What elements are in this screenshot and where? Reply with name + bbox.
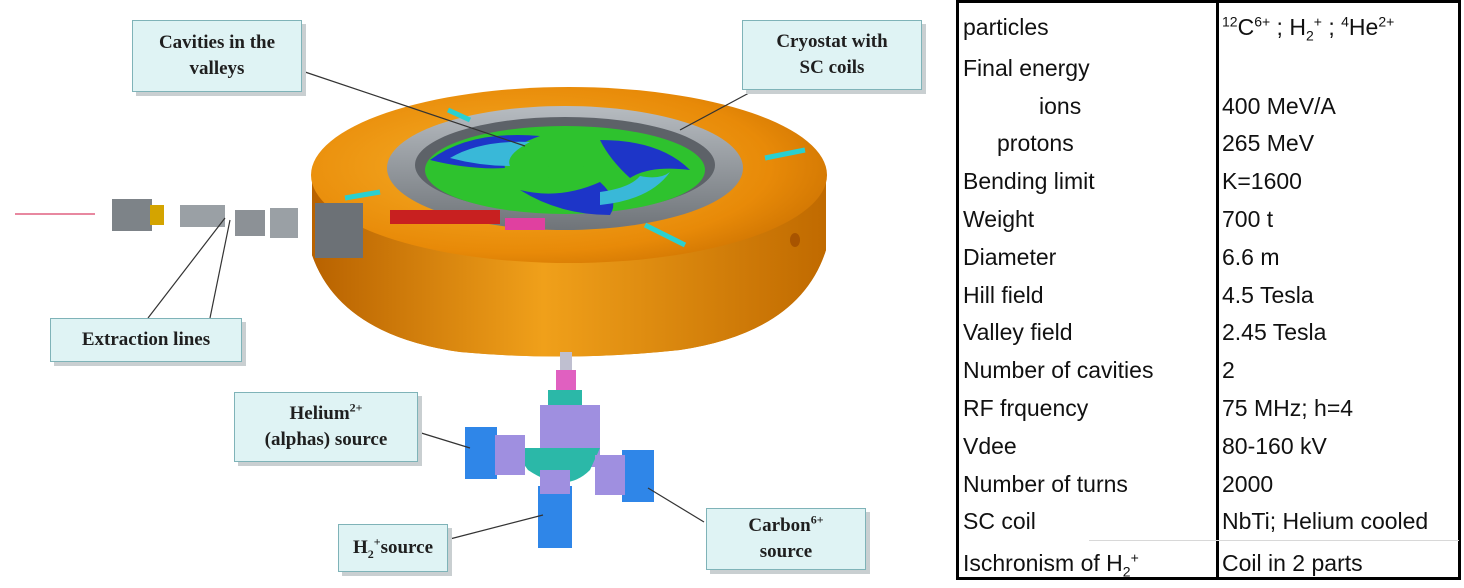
row-value: 6.6 m (1222, 244, 1280, 270)
callout-cryostat-line2: SC coils (799, 57, 865, 78)
row-value: 80-160 kV (1222, 433, 1327, 459)
row-label: Hill field (963, 282, 1044, 308)
callout-helium: Helium2+ (alphas) source (234, 392, 418, 462)
row-label: ions (1039, 93, 1082, 119)
row-value: NbTi; Helium cooled (1222, 508, 1429, 534)
row-label: Final energy (963, 55, 1090, 81)
callout-cavities-line1: Cavities in the (158, 32, 276, 54)
callout-carbon-line2: source (759, 541, 813, 562)
extraction-magnet-2 (180, 205, 225, 227)
row-label: Diameter (963, 244, 1057, 270)
callout-cryostat: Cryostat with SC coils (742, 20, 922, 90)
row-label: Number of cavities (963, 357, 1154, 383)
table-row: Number of cavities 2 (959, 351, 1458, 389)
callout-carbon-line1: Carbon6+ (748, 513, 824, 537)
callout-carbon: Carbon6+ source (706, 508, 866, 570)
callout-cavities-line2: valleys (189, 58, 245, 79)
table-row: Final energy (959, 49, 1458, 87)
row-value: 4.5 Tesla (1222, 282, 1314, 308)
row-value: 2 (1222, 357, 1235, 383)
table-separator (1089, 540, 1459, 541)
table-row: ions 400 MeV/A (959, 87, 1458, 125)
yoke-side (312, 175, 826, 357)
callout-helium-line1: Helium2+ (289, 401, 363, 425)
particles-label: particles (963, 14, 1049, 40)
table-column-divider (1216, 3, 1219, 577)
row-label: Valley field (963, 319, 1073, 345)
row-label: Number of turns (963, 471, 1128, 497)
carbon-source-block (622, 450, 654, 502)
callout-helium-line2: (alphas) source (264, 429, 388, 450)
cyclotron-diagram: Cavities in the valleys Cryostat with SC… (15, 20, 922, 572)
cavity-1 (450, 141, 530, 166)
table-row: SC coil NbTi; Helium cooled (959, 502, 1458, 540)
port-hole (790, 233, 800, 247)
row-label: Weight (963, 206, 1035, 232)
row-value: 2000 (1222, 471, 1274, 497)
source-teal-funnel (512, 448, 600, 483)
table-row: Hill field 4.5 Tesla (959, 276, 1458, 314)
spiral-sector-3 (520, 182, 614, 215)
table-row-particles: particles 12C6+ ; H2+ ; 4He2+ (959, 8, 1458, 46)
callout-cryostat-line1: Cryostat with (776, 31, 888, 53)
table-row: Valley field 2.45 Tesla (959, 313, 1458, 351)
extraction-magnet-1 (112, 199, 152, 231)
spiral-sector-2 (600, 140, 690, 178)
callout-extraction: Extraction lines (50, 318, 242, 362)
table-row: protons 265 MeV (959, 124, 1458, 162)
table-row: Diameter 6.6 m (959, 238, 1458, 276)
row-value: K=1600 (1222, 168, 1302, 194)
row-label: RF frquency (963, 395, 1089, 421)
spec-table: particles 12C6+ ; H2+ ; 4He2+ Final ener… (956, 0, 1461, 580)
particles-value: 12C6+ ; H2+ ; 4He2+ (1222, 13, 1395, 44)
row-label: protons (997, 130, 1074, 156)
callout-cavities: Cavities in the valleys (132, 20, 302, 92)
callout-h2-text: H2+source (352, 534, 434, 561)
isochronism-value: Coil in 2 parts (1222, 550, 1363, 576)
row-label: SC coil (963, 508, 1036, 534)
cavity-2 (600, 172, 670, 205)
table-row: Number of turns 2000 (959, 465, 1458, 503)
helium-source-block (465, 427, 497, 479)
row-label: Bending limit (963, 168, 1095, 194)
row-value: 700 t (1222, 206, 1274, 232)
extraction-box (315, 203, 363, 258)
table-row: RF frquency 75 MHz; h=4 (959, 389, 1458, 427)
table-row-isochronism: Ischronism of H2+ Coil in 2 parts (959, 544, 1458, 582)
h2-source-block (538, 486, 572, 548)
callout-h2: H2+source (338, 524, 448, 572)
table-row: Vdee 80-160 kV (959, 427, 1458, 465)
table-row: Bending limit K=1600 (959, 162, 1458, 200)
row-value: 400 MeV/A (1222, 93, 1336, 119)
row-label: Vdee (963, 433, 1017, 459)
row-value: 75 MHz; h=4 (1222, 395, 1354, 421)
row-value: 2.45 Tesla (1222, 319, 1327, 345)
row-value: 265 MeV (1222, 130, 1315, 156)
cyclotron-illustration (15, 71, 827, 548)
center-region (544, 163, 588, 181)
table-row: Weight 700 t (959, 200, 1458, 238)
callout-extraction-text: Extraction lines (81, 329, 211, 351)
isochronism-label: Ischronism of H2+ (963, 549, 1139, 580)
